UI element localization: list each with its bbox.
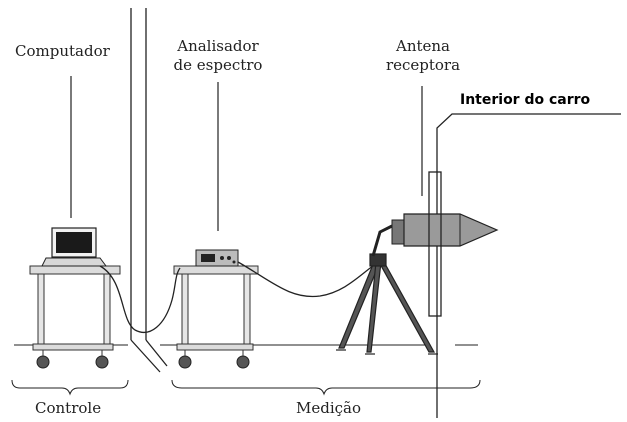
label-controle: Controle bbox=[35, 399, 102, 417]
tripod bbox=[336, 253, 438, 355]
car-window bbox=[428, 171, 442, 317]
cables bbox=[99, 261, 379, 333]
brace-medicao bbox=[171, 379, 481, 396]
cart-controle bbox=[29, 265, 121, 369]
label-analisador-1: Analisador bbox=[177, 37, 259, 55]
cart-analisador bbox=[173, 265, 259, 369]
label-antena-1: Antena bbox=[395, 37, 450, 55]
wall bbox=[130, 8, 168, 373]
spectrum-analyzer bbox=[195, 249, 239, 267]
label-computador: Computador bbox=[15, 42, 110, 60]
label-medicao: Medição bbox=[296, 399, 362, 417]
leader-lines bbox=[70, 76, 423, 231]
label-antena-2: receptora bbox=[385, 56, 461, 74]
brace-controle bbox=[11, 379, 129, 396]
laptop bbox=[41, 227, 107, 267]
car-boundary bbox=[436, 113, 621, 418]
receiving-antenna bbox=[371, 213, 499, 257]
label-interior-do-carro: Interior do carro bbox=[460, 92, 591, 108]
label-analisador-2: de espectro bbox=[173, 56, 263, 74]
